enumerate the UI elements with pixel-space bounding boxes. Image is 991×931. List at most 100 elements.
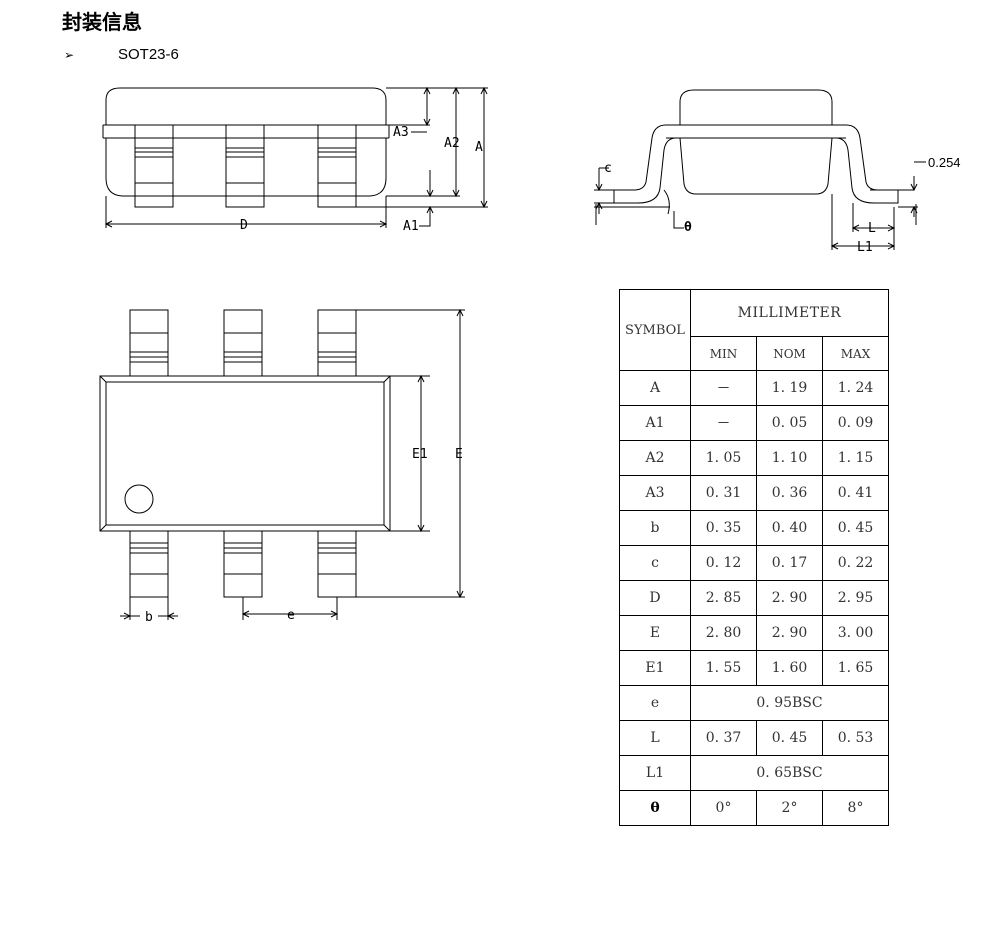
- top-lead-5: [223, 309, 263, 377]
- row-nom: 0. 36: [756, 475, 823, 511]
- row-nom: 0. 05: [756, 405, 823, 441]
- top-lead-6: [129, 309, 169, 377]
- row-max: 0. 09: [822, 405, 889, 441]
- row-min: 0. 35: [690, 510, 757, 546]
- front-view: [102, 86, 488, 228]
- row-nom: 2. 90: [756, 580, 823, 616]
- row-max: 0. 22: [822, 545, 889, 581]
- row-symbol: A3: [619, 475, 691, 511]
- label-e1: E1: [412, 447, 428, 462]
- row-symbol: A2: [619, 440, 691, 476]
- front-body-top: [105, 87, 387, 125]
- package-bullet: ➢ SOT23-6: [64, 46, 179, 63]
- table-row: A2 1. 05 1. 10 1. 15: [619, 440, 889, 476]
- row-max: 1. 15: [822, 440, 889, 476]
- row-symbol: L1: [619, 755, 691, 791]
- label-l: L: [868, 221, 876, 236]
- front-body-bottom: [105, 138, 387, 197]
- row-symbol: A1: [619, 405, 691, 441]
- label-l1: L1: [857, 240, 873, 255]
- row-nom: 0. 17: [756, 545, 823, 581]
- top-lead-4: [317, 309, 357, 377]
- row-min: 0. 31: [690, 475, 757, 511]
- label-e-pitch: e: [287, 608, 295, 623]
- row-max: 1. 65: [822, 650, 889, 686]
- row-max: 0. 53: [822, 720, 889, 756]
- row-min: 1. 55: [690, 650, 757, 686]
- side-view: [594, 89, 926, 250]
- dimension-table: SYMBOL MILLIMETER MIN NOM MAX A － 1. 19 …: [619, 289, 889, 826]
- top-view: [99, 308, 465, 620]
- arrow-bullet-icon: ➢: [64, 48, 75, 62]
- row-symbol: D: [619, 580, 691, 616]
- row-nom: 0. 40: [756, 510, 823, 546]
- label-b: b: [145, 610, 153, 625]
- row-nom: 1. 60: [756, 650, 823, 686]
- table-row: e 0. 95BSC: [619, 685, 889, 721]
- label-e-big: E: [455, 447, 463, 462]
- row-symbol: E: [619, 615, 691, 651]
- front-lead-2: [225, 124, 265, 208]
- label-d: D: [240, 218, 248, 233]
- row-min: －: [690, 405, 757, 441]
- bottom-lead-2: [223, 530, 263, 598]
- row-min: 2. 80: [690, 615, 757, 651]
- table-row: c 0. 12 0. 17 0. 22: [619, 545, 889, 581]
- table-row: L1 0. 65BSC: [619, 755, 889, 791]
- row-nom: 1. 19: [756, 370, 823, 406]
- row-max: 0. 45: [822, 510, 889, 546]
- table-row: A1 － 0. 05 0. 09: [619, 405, 889, 441]
- max-header: MAX: [822, 336, 889, 371]
- label-a1: A1: [403, 219, 419, 234]
- label-a3: A3: [393, 125, 409, 140]
- table-row: E 2. 80 2. 90 3. 00: [619, 615, 889, 651]
- table-row: A3 0. 31 0. 36 0. 41: [619, 475, 889, 511]
- table-row: D 2. 85 2. 90 2. 95: [619, 580, 889, 616]
- row-symbol: e: [619, 685, 691, 721]
- row-symbol: E1: [619, 650, 691, 686]
- label-0254: 0.254: [928, 155, 961, 170]
- row-min: 1. 05: [690, 440, 757, 476]
- nom-header: NOM: [756, 336, 823, 371]
- side-lead-left: [613, 124, 677, 204]
- row-min: 0. 37: [690, 720, 757, 756]
- package-name: SOT23-6: [118, 46, 179, 63]
- front-lead-1: [134, 124, 174, 208]
- row-max: 3. 00: [822, 615, 889, 651]
- row-min: －: [690, 370, 757, 406]
- row-nom: 0. 45: [756, 720, 823, 756]
- label-a: A: [475, 140, 483, 155]
- bottom-lead-1: [129, 530, 169, 598]
- label-c: c: [604, 161, 612, 176]
- label-theta: θ: [684, 220, 692, 235]
- unit-header: MILLIMETER: [690, 289, 889, 337]
- row-nom: 2°: [756, 790, 823, 826]
- bottom-lead-3: [317, 530, 357, 598]
- theta-arc: [663, 189, 670, 215]
- row-nom: 1. 10: [756, 440, 823, 476]
- row-symbol: L: [619, 720, 691, 756]
- top-body-outer: [99, 375, 391, 532]
- side-body-bottom: [679, 137, 833, 195]
- row-max: 8°: [822, 790, 889, 826]
- row-symbol: A: [619, 370, 691, 406]
- row-max: 1. 24: [822, 370, 889, 406]
- side-lead-right: [835, 124, 899, 204]
- row-max: 0. 41: [822, 475, 889, 511]
- row-symbol: b: [619, 510, 691, 546]
- table-row: θ 0° 2° 8°: [619, 790, 889, 826]
- front-lead-3: [317, 124, 357, 208]
- row-symbol: c: [619, 545, 691, 581]
- table-row: b 0. 35 0. 40 0. 45: [619, 510, 889, 546]
- page-title: 封装信息: [62, 10, 142, 34]
- row-span-value: 0. 95BSC: [690, 685, 889, 721]
- row-symbol: θ: [619, 790, 691, 826]
- row-max: 2. 95: [822, 580, 889, 616]
- table-row: A － 1. 19 1. 24: [619, 370, 889, 406]
- row-min: 0. 12: [690, 545, 757, 581]
- label-a2: A2: [444, 136, 460, 151]
- symbol-header: SYMBOL: [619, 289, 691, 371]
- min-header: MIN: [690, 336, 757, 371]
- pin1-marker: [124, 484, 154, 514]
